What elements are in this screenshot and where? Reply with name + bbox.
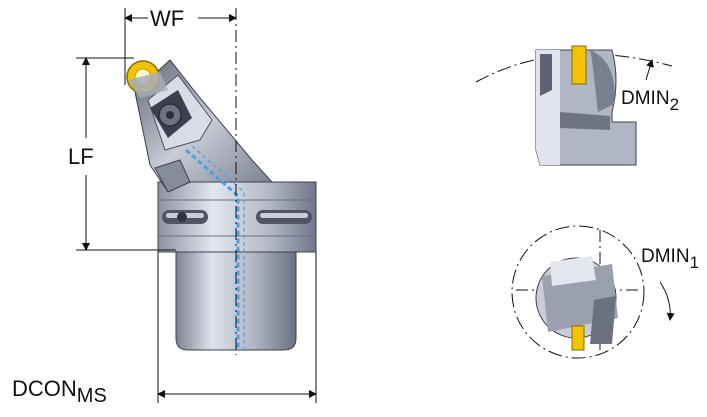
dmin1-label: DMIN1 [641, 246, 699, 272]
wf-label: WF [150, 6, 184, 31]
dmin2-insert [571, 45, 587, 85]
main-tool-holder [126, 59, 317, 351]
detail-dmin1 [511, 225, 675, 359]
dmin2-label: DMIN2 [621, 88, 679, 114]
lf-label: LF [68, 144, 94, 169]
detail-dmin2 [475, 45, 673, 166]
dimension-lines [76, 8, 317, 403]
coolant-channel [185, 148, 240, 350]
dcon-label: DCONMS [12, 376, 107, 407]
dmin1-insert [571, 325, 585, 351]
